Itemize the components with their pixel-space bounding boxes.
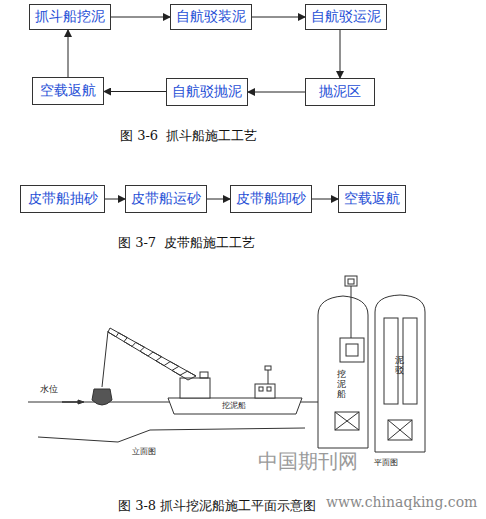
process-text: 自航驳运泥 [311,8,381,26]
process-text: 皮带船运砂 [131,190,201,208]
figure-caption: 图 3-8 抓斗挖泥船施工平面示意图 [118,497,316,515]
watermark: www.chinaqking.com [326,494,477,510]
ship-label: 泥驳 [395,356,404,376]
process-text: 皮带船抽砂 [28,190,98,208]
process-box: 抛泥区 [305,78,375,106]
process-text: 空载返航 [344,190,400,208]
process-box: 抓斗船挖泥 [29,4,111,30]
water-level-label: 水位 [40,383,58,396]
process-text: 空载返航 [40,82,96,100]
process-box: 皮带船抽砂 [20,185,105,213]
flow-arrow [340,30,341,78]
flow-arrow [252,17,305,18]
flow-arrow [207,199,230,200]
flow-arrow [312,199,338,200]
process-text: 皮带船卸砂 [236,190,306,208]
process-box: 空载返航 [32,77,104,105]
view-label: 立面图 [132,446,156,457]
flow-arrow [68,30,69,77]
process-text: 抓斗船挖泥 [35,8,105,26]
flow-arrow [111,17,170,18]
flow-arrow [104,91,166,92]
process-text: 自航驳装泥 [176,8,246,26]
process-box: 皮带船运砂 [125,185,207,213]
figure-caption: 图 3-7 皮带船施工工艺 [118,234,255,252]
process-text: 抛泥区 [319,83,361,101]
process-box: 自航驳装泥 [170,4,252,30]
process-box: 皮带船卸砂 [230,185,312,213]
process-text: 自航驳抛泥 [172,83,242,101]
hull-label: 挖泥船 [222,400,246,411]
flow-arrow [248,92,305,93]
process-box: 自航驳运泥 [305,4,387,30]
ship-label: 挖泥船 [337,370,346,400]
flow-arrow [105,199,125,200]
process-box: 空载返航 [338,185,406,213]
process-box: 自航驳抛泥 [166,78,248,106]
view-label: 平面图 [374,457,398,468]
figure-caption: 图 3-6 抓斗船施工工艺 [120,127,257,145]
watermark: 中国期刊网 [258,448,358,475]
